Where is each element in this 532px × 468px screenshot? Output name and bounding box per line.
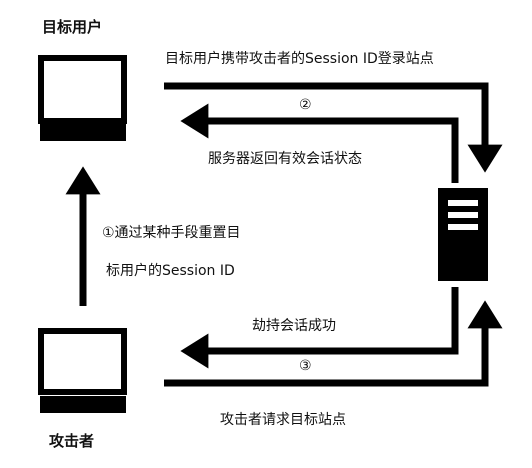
arrow-server-to-user: [180, 103, 459, 183]
step-1-label-line-1: ①通过某种手段重置目: [102, 225, 241, 241]
server-return-label: 服务器返回有效会话状态: [208, 151, 362, 167]
user-login-label: 目标用户携带攻击者的Session ID登录站点: [165, 51, 434, 67]
attacker-label: 攻击者: [49, 432, 95, 450]
attacker-computer-icon: [38, 328, 127, 413]
step-2-marker: ②: [299, 97, 312, 113]
hijack-success-label: 劫持会话成功: [252, 318, 336, 334]
step-3-marker: ③: [299, 358, 312, 374]
arrow-user-login-to-server: [164, 82, 503, 173]
arrow-attacker-request-to-server: [164, 300, 503, 387]
step-1-label-line-2: 标用户的Session ID: [106, 263, 235, 279]
arrow-server-to-attacker: [180, 287, 459, 369]
target-user-label: 目标用户: [42, 18, 103, 36]
attacker-request-label: 攻击者请求目标站点: [220, 412, 346, 428]
server-icon: [438, 188, 488, 281]
target-user-computer-icon: [38, 55, 127, 141]
